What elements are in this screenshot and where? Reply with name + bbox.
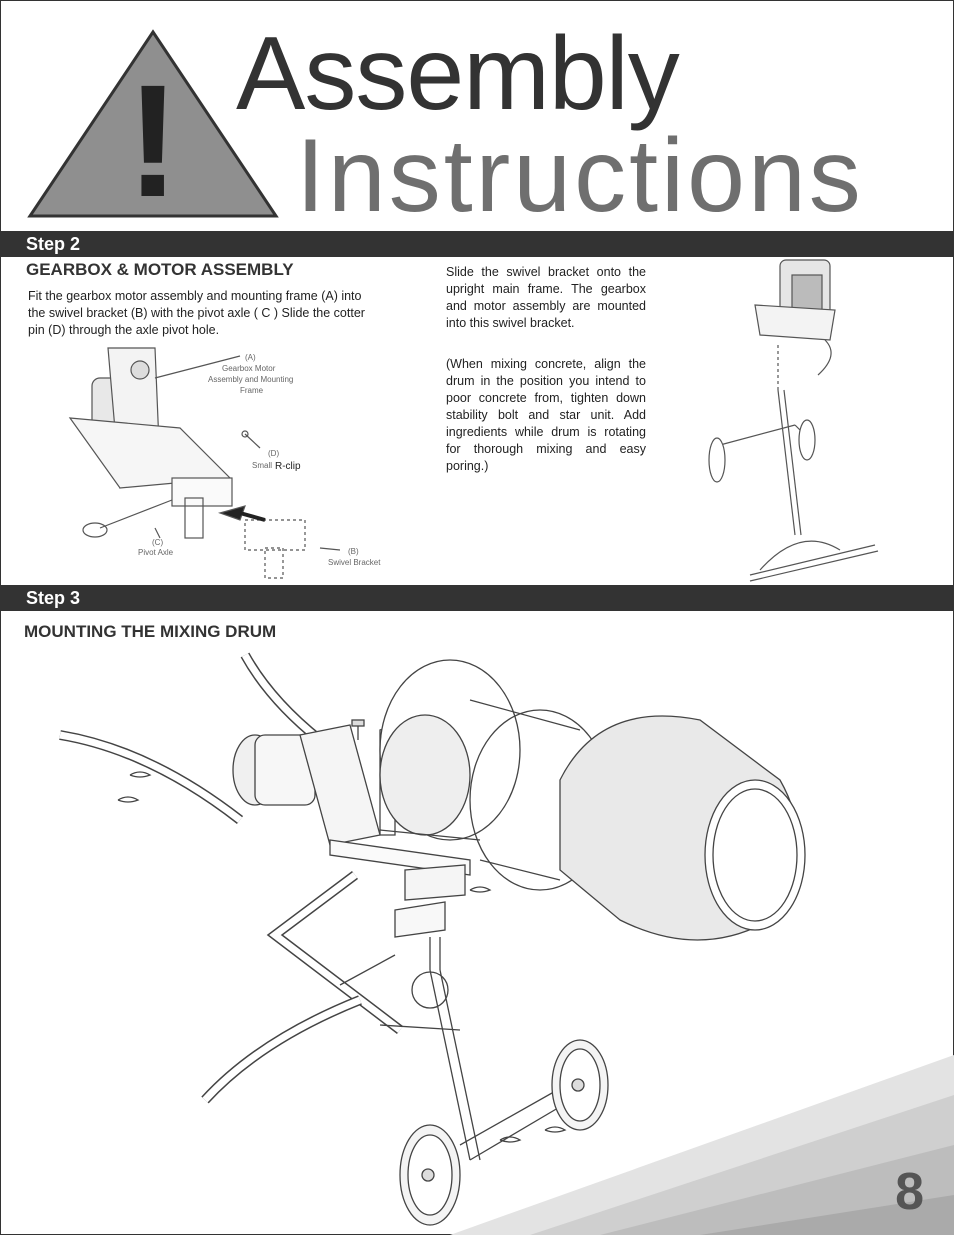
- step2-intro: Fit the gearbox motor assembly and mount…: [28, 289, 365, 337]
- step2-label: Step 2: [26, 234, 81, 254]
- label-d-rclip: R-clip: [275, 461, 301, 472]
- step2-bar: Step 2: [1, 231, 953, 257]
- gearbox-assembly-figure: (A) Gearbox Motor Assembly and Mounting …: [68, 347, 381, 579]
- step2-instruction: Slide the swivel bracket onto the uprigh…: [446, 265, 646, 330]
- label-c-1: (C): [152, 538, 163, 547]
- warning-triangle-icon: !: [27, 29, 279, 220]
- label-d-2: Small: [252, 461, 272, 470]
- label-a-1: (A): [245, 353, 256, 362]
- step2-note: (When mixing concrete, align the drum in…: [446, 357, 646, 473]
- label-b-1: (B): [348, 547, 359, 556]
- swivel-bracket-stand-figure: [708, 259, 879, 582]
- title-assembly: Assembly: [236, 16, 680, 132]
- step3-heading: MOUNTING THE MIXING DRUM: [24, 622, 277, 641]
- label-a-4: Frame: [240, 386, 264, 395]
- step3-label: Step 3: [26, 588, 81, 608]
- label-b-2: Swivel Bracket: [328, 558, 381, 567]
- label-c-2: Pivot Axle: [138, 548, 174, 557]
- label-a-3: Assembly and Mounting: [208, 375, 293, 384]
- page-number: 8: [895, 1163, 924, 1221]
- label-d-1: (D): [268, 449, 279, 458]
- decorative-floor-shapes: [450, 1055, 954, 1235]
- step3-bar: Step 3: [1, 585, 953, 611]
- mixing-drum-exploded-figure: [59, 652, 954, 1235]
- warning-exclamation: !: [126, 51, 179, 220]
- step2-heading: GEARBOX & MOTOR ASSEMBLY: [26, 260, 294, 279]
- title-instructions: Instructions: [296, 118, 864, 234]
- label-a-2: Gearbox Motor: [222, 364, 276, 373]
